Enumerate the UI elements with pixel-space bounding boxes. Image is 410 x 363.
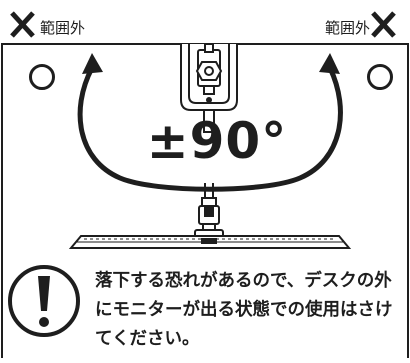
circle-ok-icon [29, 64, 55, 90]
cross-mark-icon [371, 11, 396, 38]
cross-mark-icon [10, 11, 35, 38]
monitor-panel [68, 235, 352, 249]
warning-message: 落下する恐れがあるので、デスクの外にモニターが出る状態での使用はさけてください。 [95, 271, 393, 349]
circle-ok-icon [367, 64, 393, 90]
out-of-range-label-right: 範囲外 [324, 19, 370, 37]
rotation-angle-label: ±90° [146, 112, 288, 170]
monitor-base-mount [194, 205, 224, 239]
rotation-arrow-icon [77, 53, 343, 192]
exclamation-warning-icon [8, 265, 80, 337]
monitor-mount-bracket [180, 43, 238, 111]
out-of-range-label-left: 範囲外 [40, 19, 86, 37]
